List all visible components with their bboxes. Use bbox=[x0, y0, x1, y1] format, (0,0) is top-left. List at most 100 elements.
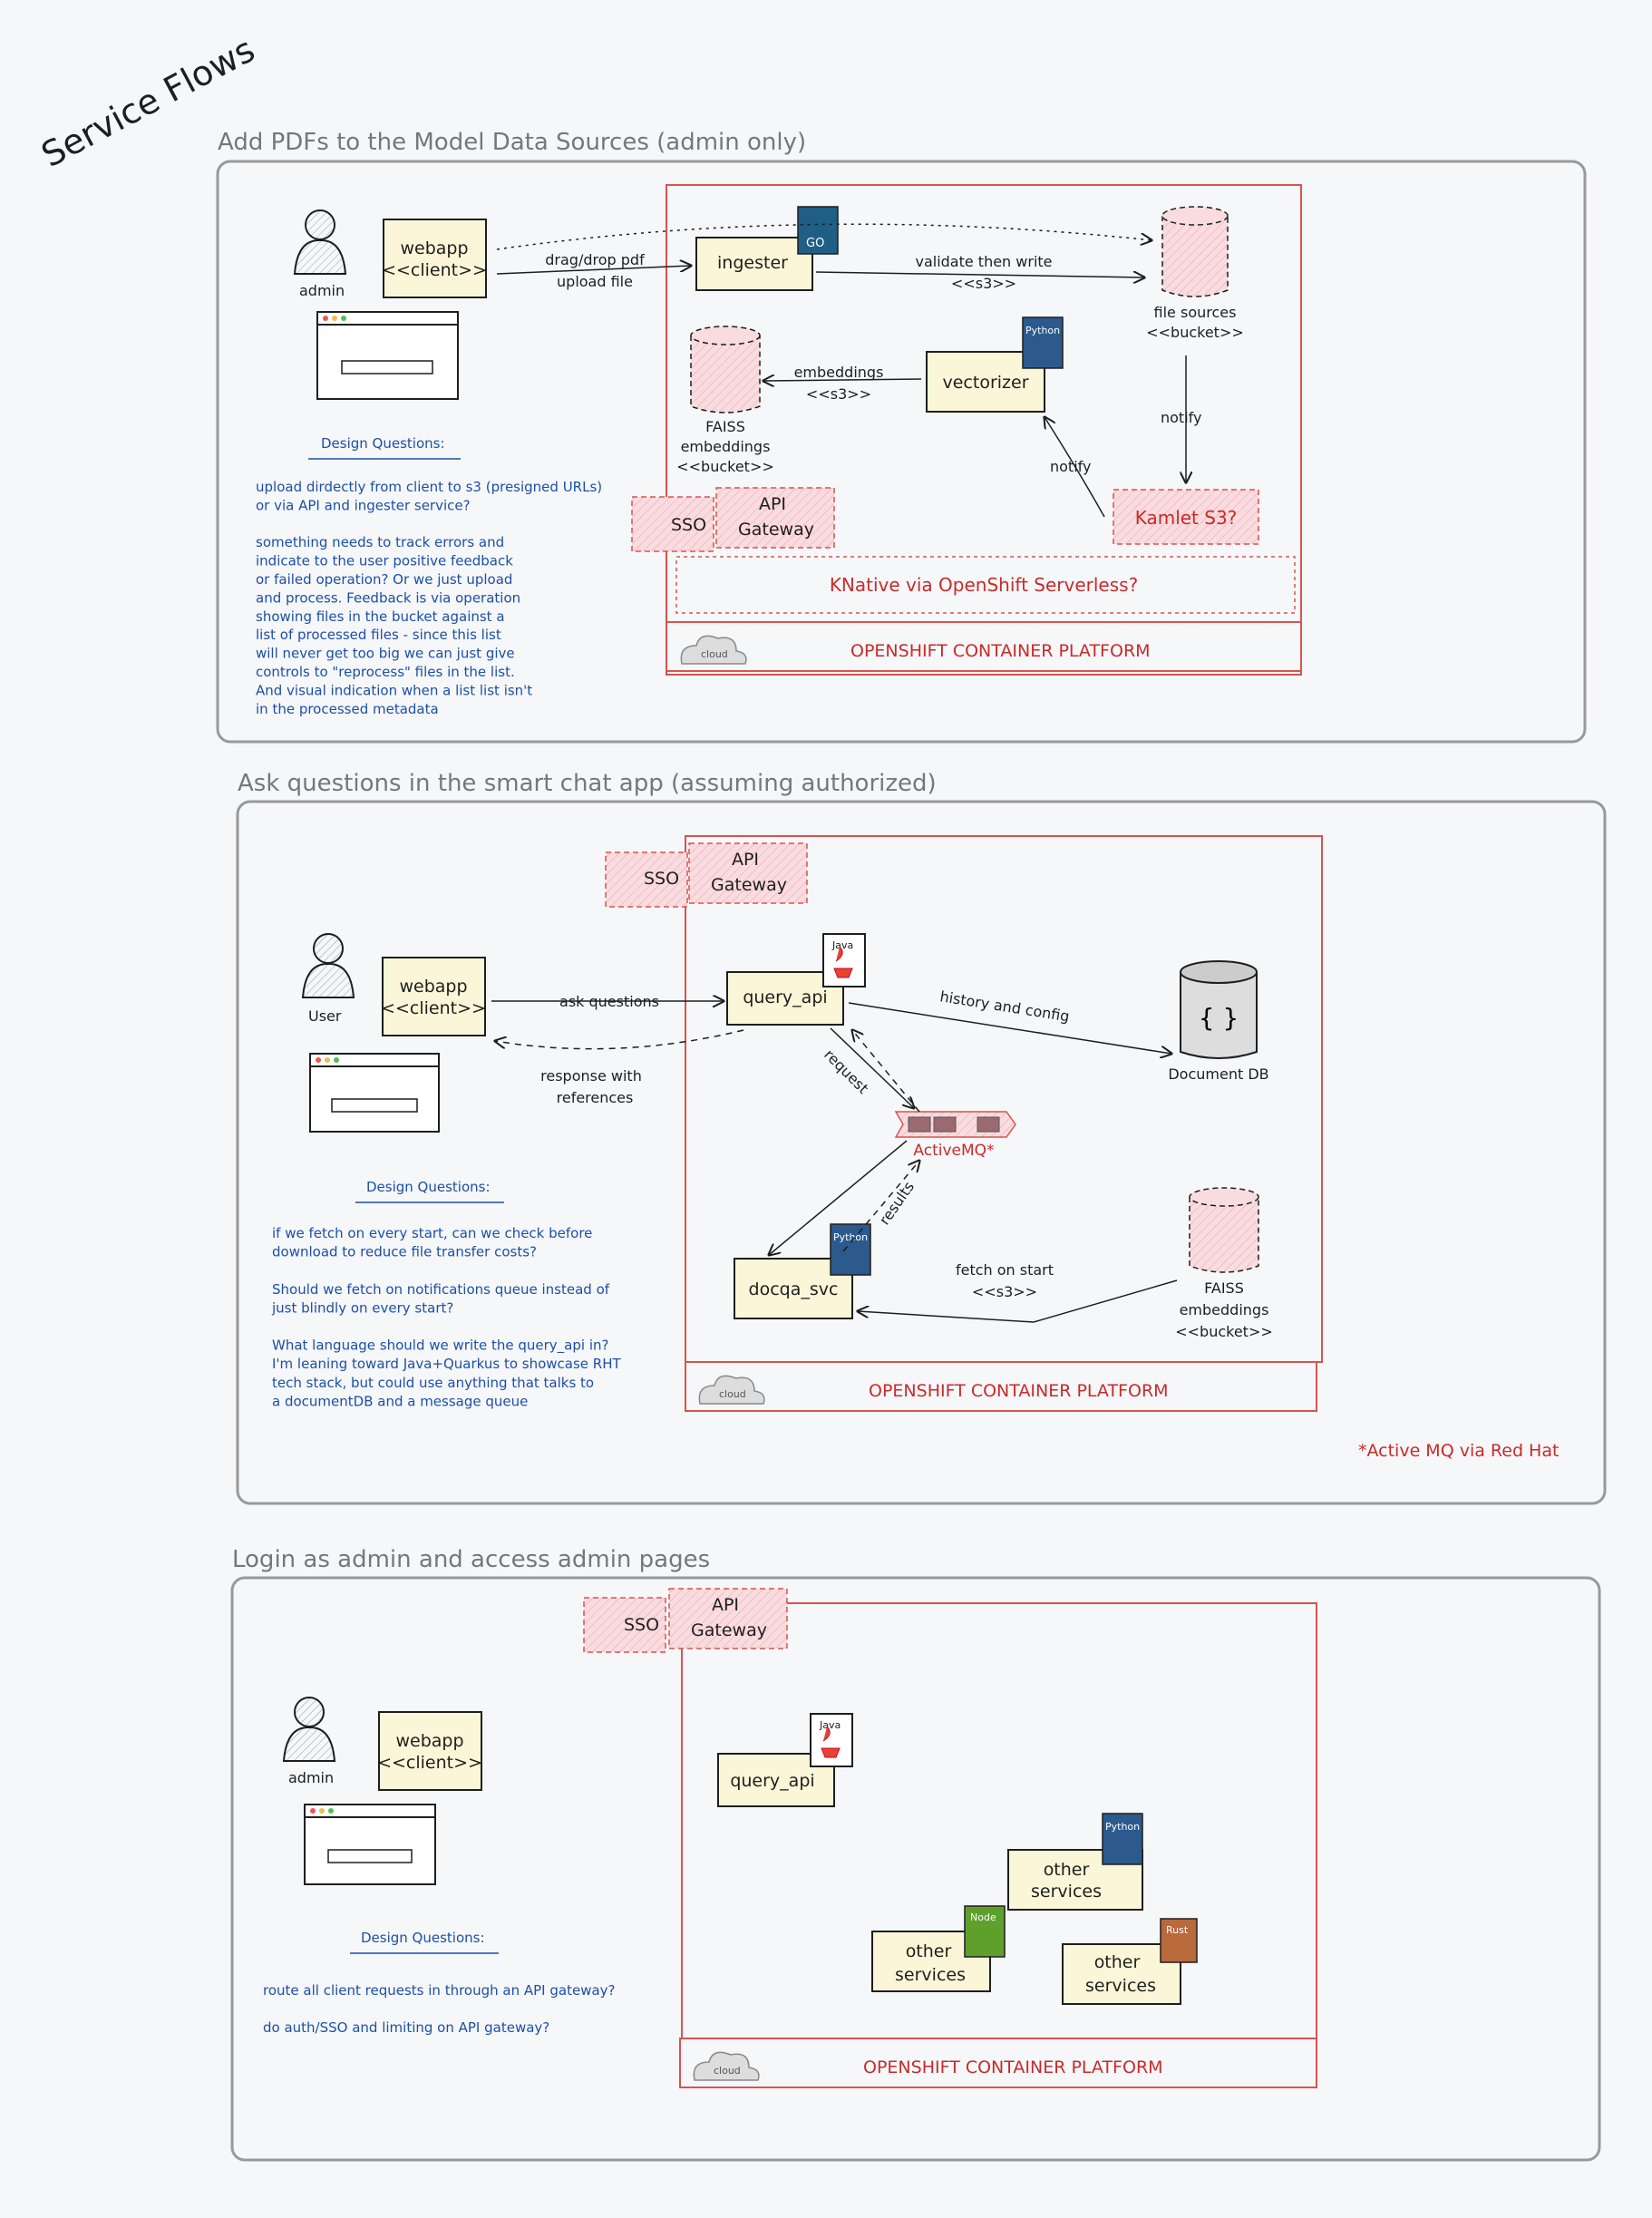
cloud-label: cloud bbox=[719, 1388, 746, 1400]
java-badge-label: Java bbox=[819, 1719, 841, 1731]
cloud-icon: cloud bbox=[693, 2051, 760, 2081]
embeddings-label-1: embeddings bbox=[794, 364, 884, 381]
other-services-line-2: services bbox=[1085, 1976, 1156, 1996]
ingester-label: ingester bbox=[717, 253, 788, 273]
design-question-line: and process. Feedback is via operation bbox=[256, 589, 520, 606]
other-services-line-1: other bbox=[906, 1941, 952, 1961]
query-api-label: query_api bbox=[743, 987, 827, 1007]
section-title: Ask questions in the smart chat app (ass… bbox=[238, 770, 937, 797]
notify-label-2: notify bbox=[1050, 458, 1091, 475]
kamlet-label: Kamlet S3? bbox=[1135, 507, 1238, 529]
db-braces-icon: { } bbox=[1199, 1003, 1239, 1033]
webapp-client-box: webapp <<client>> bbox=[382, 219, 487, 298]
design-questions-1: Design Questions: upload dirdectly from … bbox=[256, 435, 602, 717]
upload-label-1: drag/drop pdf bbox=[545, 251, 645, 268]
admin-actor: admin bbox=[282, 1697, 336, 1786]
section-login-admin: Login as admin and access admin pages ad… bbox=[230, 1546, 1601, 2162]
query-api-label: query_api bbox=[730, 1771, 814, 1791]
faiss-label: FAISS bbox=[1204, 1279, 1244, 1297]
api-gateway-line-2: Gateway bbox=[691, 1620, 767, 1640]
fetch-label-1: fetch on start bbox=[956, 1261, 1054, 1279]
api-gateway: SSO API Gateway bbox=[583, 1588, 788, 1653]
node-badge-label: Node bbox=[970, 1912, 996, 1923]
openshift-platform-frame bbox=[681, 1602, 1317, 2039]
webapp-client-box: webapp <<client>> bbox=[381, 957, 486, 1036]
response-label-1: response with bbox=[540, 1067, 642, 1085]
vectorizer-label: vectorizer bbox=[942, 373, 1028, 393]
file-sources-bucket: file sources <<bucket>> bbox=[1146, 206, 1244, 341]
section-title: Add PDFs to the Model Data Sources (admi… bbox=[218, 129, 806, 156]
design-question-line: in the processed metadata bbox=[256, 701, 439, 717]
faiss-bucket: FAISS embeddings <<bucket>> bbox=[1175, 1187, 1273, 1340]
design-questions-title: Design Questions: bbox=[366, 1179, 491, 1195]
actor-label: admin bbox=[288, 1769, 334, 1786]
design-question-line: controls to "reprocess" files in the lis… bbox=[256, 664, 515, 680]
faiss-sub: embeddings bbox=[681, 438, 771, 455]
notify-label-1: notify bbox=[1161, 409, 1201, 426]
design-question-line: showing files in the bucket against a bbox=[256, 608, 505, 625]
validate-label-1: validate then write bbox=[915, 253, 1052, 270]
actor-label: admin bbox=[299, 282, 345, 299]
java-badge-label: Java bbox=[831, 939, 853, 951]
design-questions-title: Design Questions: bbox=[321, 435, 445, 452]
rust-badge-icon bbox=[1160, 1918, 1198, 1963]
other-services-line-2: services bbox=[1031, 1882, 1102, 1902]
kamlet-box: Kamlet S3? bbox=[1113, 489, 1259, 545]
design-question-line: route all client requests in through an … bbox=[263, 1982, 616, 1999]
rust-badge-label: Rust bbox=[1166, 1924, 1189, 1936]
upload-label-2: upload file bbox=[557, 273, 633, 290]
request-label: request bbox=[821, 1046, 871, 1096]
response-label-2: references bbox=[557, 1089, 634, 1106]
design-question-line: or via API and ingester service? bbox=[256, 497, 471, 513]
docqa-box: docqa_svc Python bbox=[734, 1223, 871, 1319]
design-questions-2: Design Questions: if we fetch on every s… bbox=[271, 1179, 621, 1409]
ask-questions-label: ask questions bbox=[559, 993, 659, 1010]
design-question-line: something needs to track errors and bbox=[256, 534, 504, 550]
other-services-python: other services Python bbox=[1007, 1813, 1143, 1911]
api-gateway: SSO API Gateway bbox=[631, 487, 835, 552]
design-questions-text: route all client requests in through an … bbox=[263, 1982, 616, 2036]
embeddings-label-2: <<s3>> bbox=[806, 385, 871, 403]
design-question-line: do auth/SSO and limiting on API gateway? bbox=[263, 2019, 549, 2036]
document-db-label: Document DB bbox=[1168, 1065, 1268, 1083]
cloud-icon: cloud bbox=[680, 635, 747, 665]
vectorizer-box: vectorizer Python bbox=[926, 316, 1064, 413]
design-question-line: list of processed files - since this lis… bbox=[256, 627, 501, 643]
design-question-line: if we fetch on every start, can we check… bbox=[272, 1225, 592, 1241]
validate-label-2: <<s3>> bbox=[951, 275, 1016, 292]
design-question-line: download to reduce file transfer costs? bbox=[272, 1244, 537, 1260]
api-gateway-line-2: Gateway bbox=[711, 875, 787, 895]
design-question-line: or failed operation? Or we just upload bbox=[256, 571, 512, 588]
admin-actor: admin bbox=[293, 209, 347, 299]
browser-window-icon bbox=[316, 311, 459, 400]
design-questions-3: Design Questions: route all client reque… bbox=[263, 1930, 616, 2036]
cloud-icon: cloud bbox=[698, 1375, 765, 1405]
docqa-label: docqa_svc bbox=[749, 1279, 839, 1299]
faiss-sub: embeddings bbox=[1180, 1301, 1269, 1318]
cloud-label: cloud bbox=[714, 2065, 741, 2077]
design-questions-title: Design Questions: bbox=[361, 1930, 485, 1946]
python-badge-label: Python bbox=[833, 1231, 868, 1243]
query-api-box: query_api Java bbox=[717, 1713, 853, 1807]
python-badge-label: Python bbox=[1105, 1821, 1140, 1833]
client-line-2: <<client>> bbox=[377, 1753, 482, 1773]
sso-label: SSO bbox=[624, 1615, 659, 1635]
python-badge-icon bbox=[830, 1223, 871, 1276]
sso-label: SSO bbox=[644, 869, 679, 889]
design-question-line: tech stack, but could use anything that … bbox=[272, 1375, 594, 1391]
ingester-box: ingester GO bbox=[695, 206, 839, 291]
design-question-line: I'm leaning toward Java+Quarkus to showc… bbox=[272, 1356, 621, 1372]
design-question-line: just blindly on every start? bbox=[271, 1299, 453, 1316]
design-question-line: will never get too big we can just give bbox=[256, 646, 515, 662]
client-line-2: <<client>> bbox=[382, 260, 487, 280]
java-badge-icon bbox=[822, 933, 866, 987]
activemq-footnote: *Active MQ via Red Hat bbox=[1358, 1441, 1559, 1461]
platform-label: OPENSHIFT CONTAINER PLATFORM bbox=[869, 1381, 1169, 1401]
design-questions-text: if we fetch on every start, can we check… bbox=[271, 1225, 621, 1409]
faiss-stereotype: <<bucket>> bbox=[676, 458, 774, 475]
other-services-rust: other services Rust bbox=[1062, 1918, 1198, 2005]
document-db: { } Document DB bbox=[1168, 960, 1269, 1083]
activemq-queue: ActiveMQ* bbox=[894, 1111, 1016, 1160]
actor-label: User bbox=[308, 1007, 342, 1025]
